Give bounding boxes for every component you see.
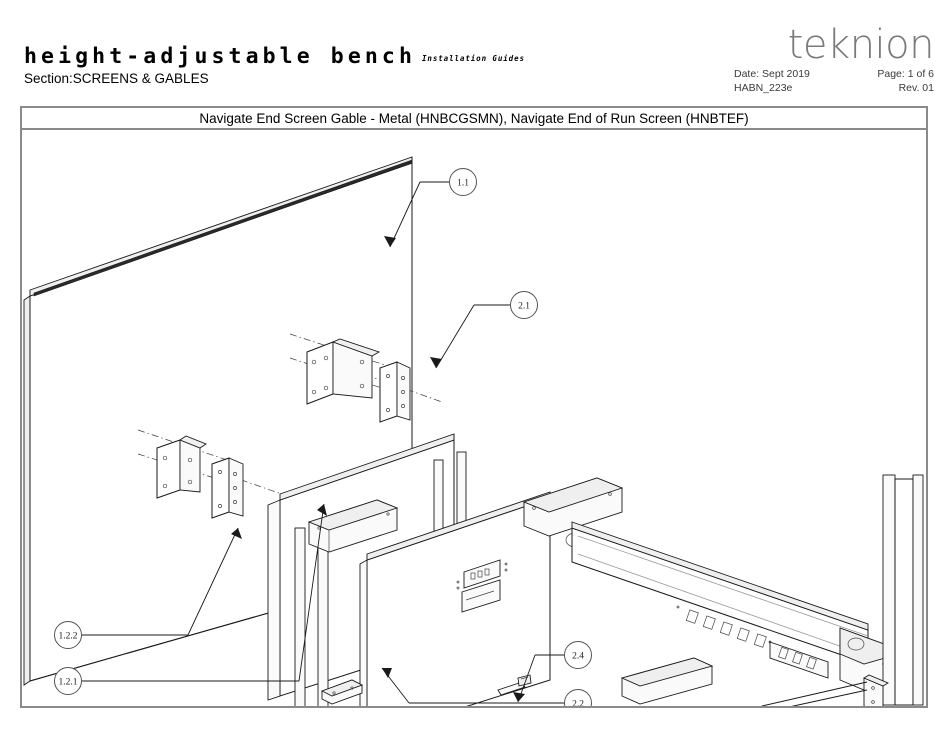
upper-bracket-assembly — [289, 333, 443, 423]
balloon-2-2: 2.2 — [564, 689, 592, 706]
metadata-doc-code: HABN_223e — [734, 82, 793, 95]
balloon-1-1: 1.1 — [449, 168, 477, 196]
document-subtitle: Installation Guides — [422, 54, 525, 63]
balloon-outline — [510, 291, 538, 319]
horizontal-beam — [522, 477, 908, 691]
metadata-page: Page: 1 of 6 — [877, 68, 934, 80]
balloon-label: 1.2.2 — [59, 631, 78, 641]
section-line: Section:SCREENS & GABLES — [24, 71, 525, 87]
screen-mounting-clip — [497, 674, 532, 696]
balloon-2-4: 2.4 — [564, 641, 592, 669]
balloon-label: 2.1 — [518, 301, 530, 311]
balloon-outline — [54, 621, 82, 649]
screen-control-detail — [456, 559, 508, 613]
balloon-1-2-2: 1.2.2 — [54, 621, 82, 649]
balloon-2-1: 2.1 — [510, 291, 538, 319]
metadata-date: Date: Sept 2019 — [734, 68, 810, 80]
actuator-motor-box-left — [307, 499, 399, 553]
document-metadata: Date: Sept 2019 Page: 1 of 6 HABN_223e R… — [734, 67, 934, 95]
balloon-label: 2.2 — [572, 699, 584, 706]
drawing-canvas-wrap: 1.1 2.1 1.2.2 1.2.1 2.4 2.2 — [22, 130, 926, 706]
balloon-outline — [54, 667, 82, 695]
right-leg-column — [882, 474, 924, 706]
metadata-revision: Rev. 01 — [898, 82, 934, 95]
assembly-drawing: 1.1 2.1 1.2.2 1.2.1 2.4 2.2 — [23, 156, 924, 706]
drawing-title: Navigate End Screen Gable - Metal (HNBCG… — [199, 110, 749, 126]
balloon-label: 1.2.1 — [59, 677, 78, 687]
metadata-row: Date: Sept 2019 Page: 1 of 6 — [734, 67, 934, 81]
drawing-title-bar: Navigate End Screen Gable - Metal (HNBCG… — [22, 108, 926, 130]
foot-plates — [320, 657, 714, 705]
balloon-1-2-1: 1.2.1 — [54, 667, 82, 695]
callout-leaders — [82, 181, 564, 704]
section-value: SCREENS & GABLES — [72, 71, 209, 86]
brand-block: teknion Date: Sept 2019 Page: 1 of 6 HAB… — [734, 22, 935, 95]
balloon-label: 2.4 — [572, 651, 584, 661]
document-title: height-adjustable bench — [24, 44, 417, 69]
section-label: Section: — [24, 71, 73, 86]
balloon-outline — [449, 168, 477, 196]
page-header: height-adjustable bench Installation Guid… — [0, 0, 950, 104]
metadata-row: HABN_223e Rev. 01 — [734, 81, 934, 95]
right-foot-bracket — [761, 674, 889, 706]
header-title-block: height-adjustable bench Installation Guid… — [24, 46, 525, 87]
teknion-logo: teknion — [787, 22, 935, 68]
callout-balloons: 1.1 2.1 1.2.2 1.2.1 2.4 2.2 — [54, 168, 592, 706]
end-of-run-screen-panel — [359, 491, 551, 706]
balloon-label: 1.1 — [457, 178, 469, 188]
balloon-outline — [564, 641, 592, 669]
balloon-outline — [564, 689, 592, 706]
drawing-frame: Navigate End Screen Gable - Metal (HNBCG… — [20, 106, 928, 708]
lower-bracket-assembly — [137, 429, 323, 519]
